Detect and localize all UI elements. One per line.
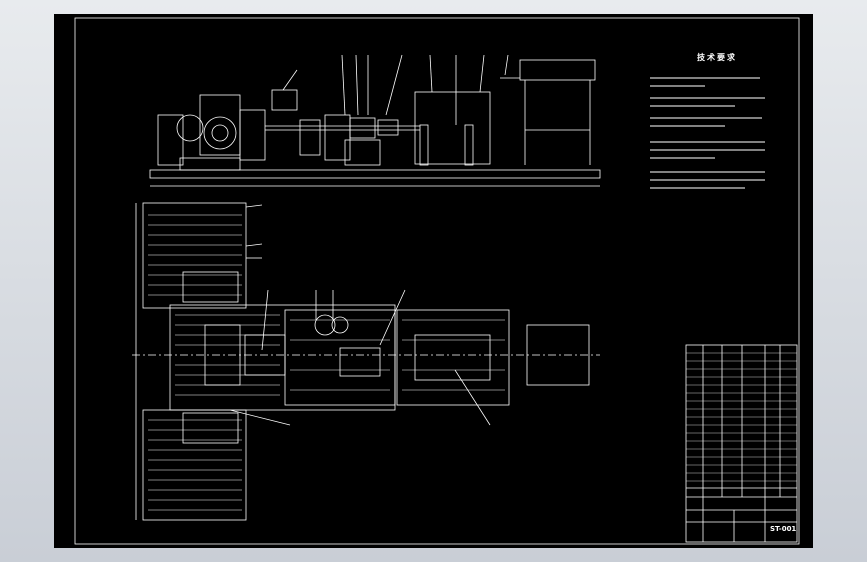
drawing-sheet xyxy=(54,14,813,548)
plan-view xyxy=(132,202,600,521)
tech-requirements-title: 技术要求 xyxy=(697,53,737,62)
drawing-number: ST-001 xyxy=(770,525,797,533)
elevation-view xyxy=(149,54,601,187)
parts-list xyxy=(685,344,798,543)
tech-notes-lines xyxy=(650,77,765,189)
drawing-border xyxy=(74,17,800,545)
